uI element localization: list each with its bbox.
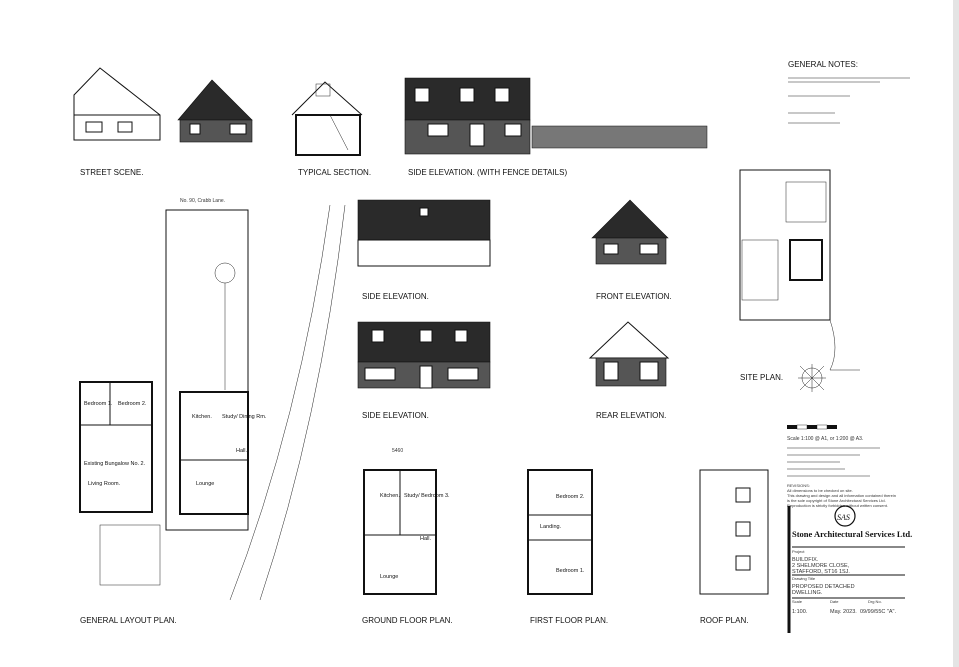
notice-4: Reproduction is strictly forbidden witho… — [787, 503, 888, 508]
rear-elevation: REAR ELEVATION. — [588, 321, 670, 420]
side-elevation-fence: SIDE ELEVATION. (WITH FENCE DETAILS) — [404, 77, 708, 177]
project-line-3: STAFFORD, ST16 1SJ. — [792, 569, 850, 575]
ff-bed2: Bedroom 2. — [556, 494, 585, 500]
revisions-title: REVISIONS: — [787, 483, 810, 488]
layout-study: Study/ Dining Rm. — [222, 414, 267, 420]
general-notes-text — [788, 77, 910, 124]
notice-1: All dimensions to be checked on site. — [787, 488, 853, 493]
first-floor-plan-label: FIRST FLOOR PLAN. — [530, 616, 608, 625]
roof-plan-label: ROOF PLAN. — [700, 616, 748, 625]
side-elevation-2: SIDE ELEVATION. — [357, 321, 491, 420]
gf-lounge: Lounge — [380, 574, 398, 580]
project-line-1: BUILDFIX. — [792, 557, 819, 563]
notice-2: This drawing and design and all informat… — [787, 493, 896, 498]
street-scene-label: STREET SCENE. — [80, 168, 143, 177]
date-value: May. 2023. — [830, 609, 857, 615]
page-edge — [953, 0, 959, 667]
gf-dimension: 5460 — [392, 448, 403, 454]
layout-bed1: Bedroom 1. — [84, 401, 113, 407]
drawing-title-label: Drawing Title — [792, 576, 816, 581]
gf-hall: Hall. — [420, 536, 431, 542]
side-elevation-fence-label: SIDE ELEVATION. (WITH FENCE DETAILS) — [408, 168, 567, 177]
notice-3: is the sole copyright of Stone Architect… — [787, 498, 886, 503]
rear-elevation-label: REAR ELEVATION. — [596, 411, 666, 420]
site-plan-label: SITE PLAN. — [740, 373, 783, 382]
gf-kitchen: Kitchen. — [380, 493, 400, 499]
layout-kitchen: Kitchen. — [192, 414, 212, 420]
side-elevation-1: SIDE ELEVATION. — [357, 199, 491, 301]
street-scene-house — [177, 79, 253, 143]
general-layout-plan: No. 90, Crabb Lane. Kitchen. Study/ Dini… — [79, 198, 346, 625]
side-elevation-2-label: SIDE ELEVATION. — [362, 411, 429, 420]
company-name: Stone Architectural Services Ltd. — [792, 529, 912, 539]
scale-note: Scale 1:100 @ A1, or 1:200 @ A3. — [787, 436, 863, 442]
date-label: Date — [830, 599, 839, 604]
layout-lounge: Lounge — [196, 481, 214, 487]
first-floor-plan: Bedroom 2. Landing. Bedroom 1. FIRST FLO… — [527, 469, 608, 625]
typical-section-label: TYPICAL SECTION. — [298, 168, 371, 177]
front-elevation-label: FRONT ELEVATION. — [596, 292, 672, 301]
street-scene: STREET SCENE. — [73, 67, 161, 177]
logo-text: SAS — [837, 513, 850, 522]
gf-study: Study/ Bedroom 3. — [404, 493, 450, 499]
general-layout-plan-label: GENERAL LAYOUT PLAN. — [80, 616, 177, 625]
layout-hall: Hall. — [236, 448, 247, 454]
ground-floor-plan: 5460 Kitchen. Study/ Bedroom 3. Hall. Lo… — [362, 448, 453, 625]
living-room: Living Room. — [88, 481, 121, 487]
roof-plan: ROOF PLAN. — [699, 469, 769, 625]
project-line-2: 2 SHELMORE CLOSE, — [792, 563, 850, 569]
title-block: Scale 1:100 @ A1, or 1:200 @ A3. REVISIO… — [787, 424, 912, 633]
ff-bed1: Bedroom 1. — [556, 568, 585, 574]
drawing-title-2: DWELLING. — [792, 590, 823, 596]
scale-value: 1:100. — [792, 609, 808, 615]
drg-no-value: 09/99/55C "A". — [860, 609, 896, 615]
scale-label: Scale — [792, 599, 803, 604]
site-plan: SITE PLAN. — [739, 169, 860, 392]
north-arrow-icon — [798, 364, 826, 392]
general-notes-title: GENERAL NOTES: — [788, 60, 858, 69]
layout-bed2: Bedroom 2. — [118, 401, 147, 407]
ground-floor-plan-label: GROUND FLOOR PLAN. — [362, 616, 453, 625]
drawing-title-1: PROPOSED DETACHED — [792, 584, 855, 590]
project-label: Project — [792, 549, 805, 554]
typical-section: TYPICAL SECTION. — [291, 81, 371, 177]
scale-bar — [787, 424, 837, 430]
ff-landing: Landing. — [540, 524, 562, 530]
drg-label: Drg No. — [868, 599, 882, 604]
neighbour-label: No. 90, Crabb Lane. — [180, 198, 225, 204]
side-elevation-1-label: SIDE ELEVATION. — [362, 292, 429, 301]
existing-bungalow: Existing Bungalow No. 2. — [84, 461, 146, 467]
front-elevation: FRONT ELEVATION. — [591, 199, 672, 301]
company-logo: SAS — [834, 505, 856, 527]
